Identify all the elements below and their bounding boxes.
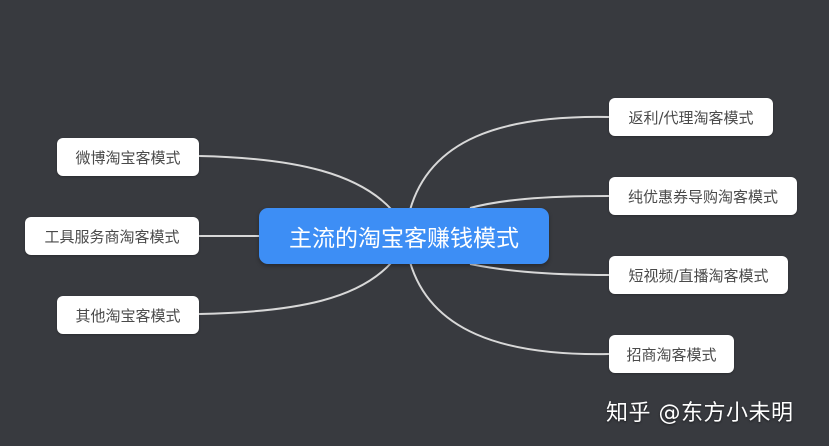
branch-label: 微博淘宝客模式 (75, 148, 181, 167)
branch-node-rebate-agent[interactable]: 返利/代理淘客模式 (609, 98, 773, 136)
branch-label: 工具服务商淘客模式 (44, 227, 180, 246)
link-weibo (198, 155, 393, 211)
watermark: 知乎 @东方小未明 (606, 401, 794, 426)
branch-node-video-live[interactable]: 短视频/直播淘客模式 (609, 256, 788, 294)
branch-label: 其他淘宝客模式 (75, 306, 181, 325)
branch-label: 招商淘客模式 (626, 345, 717, 364)
branch-label: 返利/代理淘客模式 (628, 108, 754, 127)
root-node-label: 主流的淘宝客赚钱模式 (289, 226, 519, 252)
branch-node-coupon-guide[interactable]: 纯优惠券导购淘客模式 (609, 177, 797, 215)
branch-node-other[interactable]: 其他淘宝客模式 (57, 296, 199, 334)
branch-label: 短视频/直播淘客模式 (628, 266, 769, 285)
link-video (469, 263, 610, 276)
branch-node-merchant[interactable]: 招商淘客模式 (609, 335, 734, 373)
branch-node-tool-service[interactable]: 工具服务商淘客模式 (25, 217, 199, 255)
link-rebate (409, 115, 610, 211)
branch-node-weibo[interactable]: 微博淘宝客模式 (57, 138, 199, 176)
link-other (198, 261, 393, 315)
link-coupon (469, 195, 610, 209)
root-node[interactable]: 主流的淘宝客赚钱模式 (259, 208, 549, 264)
branch-label: 纯优惠券导购淘客模式 (627, 187, 778, 206)
link-merchant (409, 261, 610, 356)
